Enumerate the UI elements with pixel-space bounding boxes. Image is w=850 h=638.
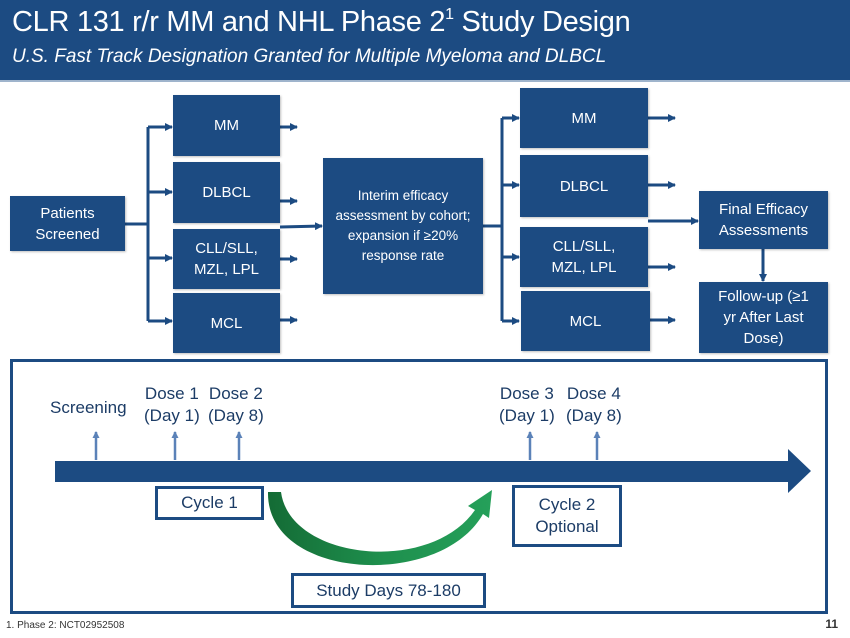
left-cohort-cll: CLL/SLL, MZL, LPL [173,229,280,289]
right-cohort-mm: MM [520,88,648,148]
footnote: 1. Phase 2: NCT02952508 [6,620,125,631]
label-screening: Screening [50,398,127,417]
interim-assessment-box: Interim efficacy assessment by cohort; e… [323,158,483,294]
label-dose4: Dose 4(Day 8) [566,384,622,425]
slide-header: CLR 131 r/r MM and NHL Phase 21 Study De… [0,0,850,82]
right-cohort-dlbcl: DLBCL [520,155,648,217]
label-dose1: Dose 1(Day 1) [144,384,200,425]
study-days-box: Study Days 78-180 [291,573,486,608]
cycle1-box: Cycle 1 [155,486,264,520]
patients-screened-box: Patients Screened [10,196,125,251]
left-cohort-dlbcl: DLBCL [173,162,280,223]
right-cohort-cll: CLL/SLL, MZL, LPL [520,227,648,287]
cycle2-box: Cycle 2 Optional [512,485,622,547]
label-dose3: Dose 3(Day 1) [499,384,555,425]
left-cohort-mm: MM [173,95,280,156]
timeline-frame [10,359,828,614]
slide-title: CLR 131 r/r MM and NHL Phase 21 Study De… [12,6,631,38]
left-cohort-mcl: MCL [173,293,280,353]
slide-subtitle: U.S. Fast Track Designation Granted for … [12,46,607,67]
title-superscript: 1 [445,6,454,23]
label-dose2: Dose 2(Day 8) [208,384,264,425]
page-number: 11 [825,617,838,631]
right-cohort-mcl: MCL [521,291,650,351]
follow-up-box: Follow-up (≥1 yr After Last Dose) [699,282,828,353]
final-efficacy-box: Final Efficacy Assessments [699,191,828,249]
